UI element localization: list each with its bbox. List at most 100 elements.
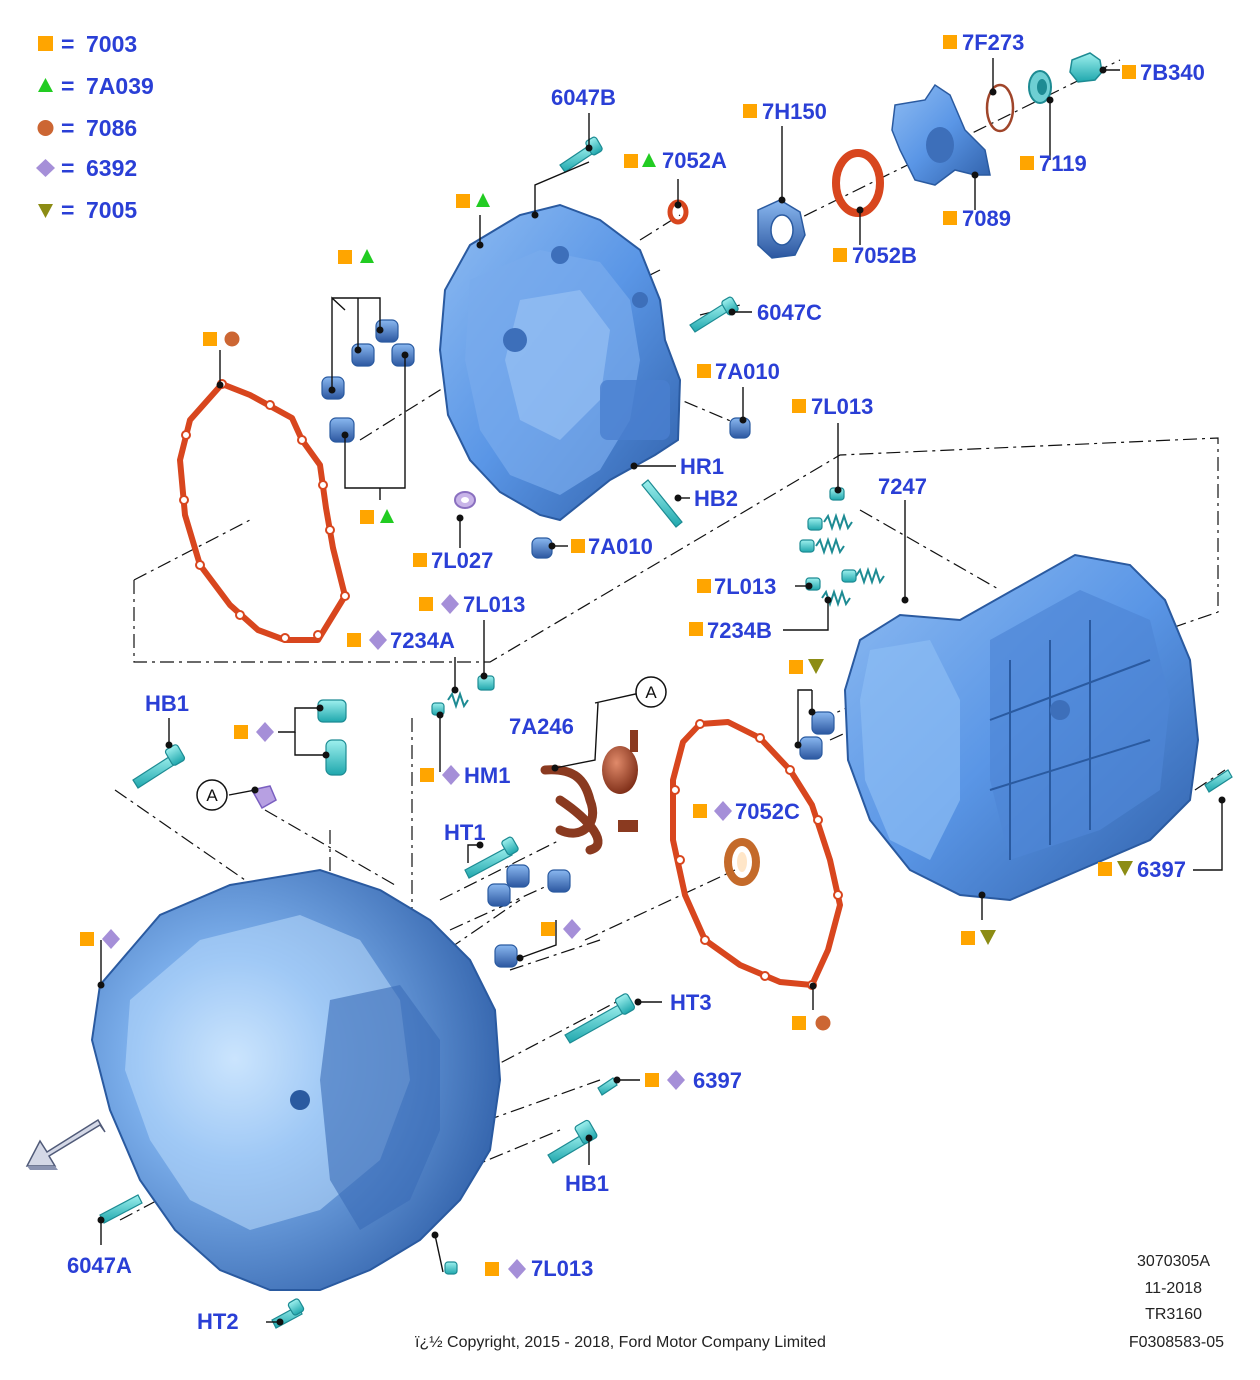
- label-6047b: 6047B: [551, 85, 616, 110]
- legend-code: 7086: [86, 115, 137, 141]
- callout-a-left: A: [196, 779, 228, 811]
- bell-housing-7A039: [90, 868, 502, 1291]
- seal-7052C: [724, 838, 760, 886]
- legend-code: 7003: [86, 31, 137, 57]
- label-7l013-bottom: 7L013: [531, 1256, 593, 1281]
- square-icon: [541, 922, 555, 936]
- square-icon: [419, 597, 433, 611]
- triangle-down-icon: [38, 204, 53, 218]
- label-hb1-bottom: HB1: [565, 1171, 609, 1196]
- label-7l013-center: 7L013: [463, 592, 525, 617]
- square-icon: [943, 35, 957, 49]
- square-icon: [943, 211, 957, 225]
- callout-letter: A: [206, 786, 218, 805]
- legend-item-triangle-up: = 7A039: [38, 73, 154, 99]
- ref-code-4: F0308583-05: [1129, 1334, 1224, 1351]
- label-7a246: 7A246: [509, 714, 574, 739]
- legend-eq: =: [61, 115, 74, 141]
- square-icon: [420, 768, 434, 782]
- legend-item-circle: = 7086: [37, 115, 137, 141]
- legend-code: 6392: [86, 155, 137, 181]
- label-hr1: HR1: [680, 454, 724, 479]
- square-icon: [689, 622, 703, 636]
- square-icon: [697, 579, 711, 593]
- triangle-down-icon: [1117, 861, 1133, 876]
- part-labels: 6047B 7052A 7H150 7F273 7B340 7119 7089 …: [67, 30, 1205, 1334]
- square-icon: [693, 804, 707, 818]
- triangle-up-icon: [476, 193, 490, 207]
- markers: [80, 35, 1136, 1279]
- square-icon: [792, 1016, 806, 1030]
- triangle-up-icon: [642, 153, 656, 167]
- circle-icon: [37, 120, 54, 136]
- diamond-icon: [714, 801, 732, 821]
- legend-eq: =: [61, 31, 74, 57]
- label-7234a: 7234A: [390, 628, 455, 653]
- label-7a010-bottom: 7A010: [588, 534, 653, 559]
- triangle-up-icon: [360, 249, 374, 263]
- square-icon: [1020, 156, 1034, 170]
- legend-eq: =: [61, 155, 74, 181]
- label-7h150: 7H150: [762, 99, 827, 124]
- label-6047a: 6047A: [67, 1253, 132, 1278]
- label-ht3: HT3: [670, 990, 712, 1015]
- legend-item-diamond: = 6392: [36, 155, 137, 181]
- square-icon: [789, 660, 803, 674]
- square-icon: [624, 154, 638, 168]
- diamond-icon: [36, 159, 55, 177]
- leader-lines: [100, 58, 1223, 1323]
- ref-code-1: 3070305A: [1137, 1253, 1210, 1270]
- label-hb2: HB2: [694, 486, 738, 511]
- callout-a-right: A: [635, 676, 667, 708]
- triangle-up-icon: [380, 509, 394, 523]
- diamond-icon: [369, 630, 387, 650]
- callout-letter: A: [645, 683, 657, 702]
- square-icon: [571, 539, 585, 553]
- label-6397-lower: 6397: [693, 1068, 742, 1093]
- square-icon: [80, 932, 94, 946]
- seal-7052B: [832, 149, 884, 217]
- ref-code-2: 11-2018: [1144, 1280, 1202, 1297]
- flange-7089: [891, 83, 991, 186]
- square-icon: [234, 725, 248, 739]
- square-icon: [1098, 862, 1112, 876]
- gasket-left: [177, 379, 350, 643]
- ref-code-3: TR3160: [1145, 1306, 1202, 1323]
- triangle-down-icon: [980, 930, 996, 945]
- label-7a010-top: 7A010: [715, 359, 780, 384]
- legend-code: 7A039: [86, 73, 154, 99]
- circle-icon: [224, 331, 240, 347]
- label-7247: 7247: [878, 474, 927, 499]
- center-housing-7005: [438, 203, 682, 522]
- triangle-down-icon: [808, 659, 824, 674]
- square-icon: [961, 931, 975, 945]
- square-icon: [38, 36, 53, 51]
- square-icon: [360, 510, 374, 524]
- triangle-up-icon: [38, 78, 53, 92]
- ring-7H150: [757, 199, 806, 259]
- right-housing-7003: [843, 553, 1200, 902]
- tube-assembly-7A246: [540, 730, 638, 855]
- label-7234b: 7234B: [707, 618, 772, 643]
- leader-dots: [97, 66, 1226, 1326]
- washer-7L027: [454, 491, 476, 509]
- diamond-icon: [442, 765, 460, 785]
- legend-eq: =: [61, 73, 74, 99]
- diamond-icon: [102, 929, 120, 949]
- label-6047c: 6047C: [757, 300, 822, 325]
- detent-plugs: [317, 487, 857, 776]
- footer: 3070305A 11-2018 TR3160 F0308583-05 ï¿½ …: [415, 1253, 1224, 1351]
- springs: [447, 512, 885, 710]
- circle-icon: [815, 1015, 831, 1031]
- legend-code: 7005: [86, 197, 137, 223]
- label-7052a: 7052A: [662, 148, 727, 173]
- square-icon: [1122, 65, 1136, 79]
- label-7052c: 7052C: [735, 799, 800, 824]
- label-hb1-top: HB1: [145, 691, 189, 716]
- square-icon: [456, 194, 470, 208]
- label-ht2: HT2: [197, 1309, 239, 1334]
- diamond-icon: [508, 1259, 526, 1279]
- seal-7119: [1028, 70, 1052, 104]
- square-icon: [645, 1073, 659, 1087]
- diamond-icon: [563, 919, 581, 939]
